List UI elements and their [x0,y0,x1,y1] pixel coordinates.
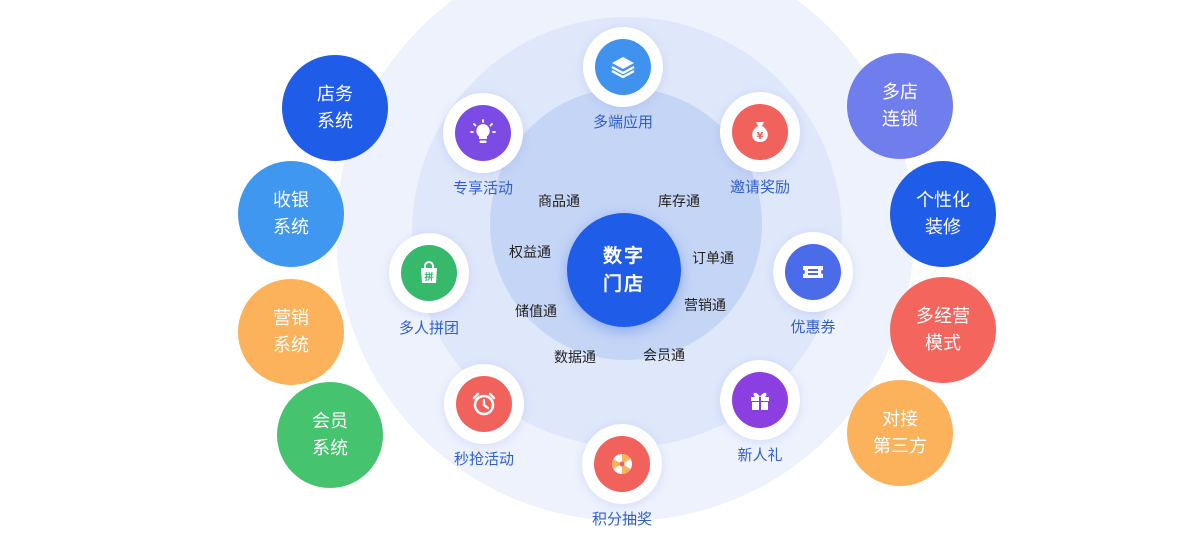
lottery-wheel-icon [611,453,632,475]
left-circle-store-ops[interactable]: 店务 系统 [282,55,388,161]
center-circle: 数字 门店 [567,213,681,327]
right-circle-custom-decoration[interactable]: 个性化 装修 [890,161,996,267]
money-bag-icon: ¥ [752,122,768,142]
left-circle-marketing[interactable]: 营销 系统 [238,279,344,385]
module-label: 秒抢活动 [453,450,515,468]
module-label: 优惠券 [790,318,836,336]
module-label: 多端应用 [592,113,654,131]
module-label: 积分抽奖 [591,510,653,528]
module-label: 多人拼团 [398,319,460,337]
right-circle-chain[interactable]: 多店 连锁 [847,53,953,159]
gift-icon [751,392,769,410]
layers-icon [611,57,635,79]
module-multi-terminal[interactable]: 多端应用 [583,27,663,137]
module-group-buy[interactable]: 拼 多人拼团 [389,233,469,343]
module-label: 专享活动 [452,179,514,197]
module-label: 邀请奖励 [729,178,791,196]
left-circle-member[interactable]: 会员 系统 [277,382,383,488]
alarm-clock-icon [472,392,496,416]
shopping-bag-icon: 拼 [421,261,437,283]
inner-label-goods: 商品通 [538,194,580,210]
inner-label-marketing: 营销通 [684,298,726,314]
inner-label-member: 会员通 [643,348,685,364]
module-invite-reward[interactable]: ¥ 邀请奖励 [720,92,800,202]
center-line-1: 数字 [602,245,645,267]
module-flash-sale[interactable]: 秒抢活动 [444,364,524,474]
left-circle-cashier[interactable]: 收银 系统 [238,161,344,267]
module-icon-bg [595,39,651,95]
right-circle-third-party[interactable]: 对接 第三方 [847,380,953,486]
center-line-2: 门店 [602,273,645,295]
lightbulb-icon [470,119,496,143]
inner-label-data: 数据通 [554,350,596,366]
inner-label-inventory: 库存通 [658,194,700,210]
svg-text:拼: 拼 [424,271,433,283]
inner-label-order: 订单通 [692,251,734,267]
module-label: 新人礼 [737,446,783,464]
right-circle-business-modes[interactable]: 多经营 模式 [890,277,996,383]
module-newcomer-gift[interactable]: 新人礼 [720,360,800,470]
module-coupon[interactable]: 优惠券 [773,232,853,342]
module-exclusive-event[interactable]: 专享活动 [443,93,523,203]
inner-label-rights: 权益通 [509,245,551,261]
module-points-lottery[interactable]: 积分抽奖 [582,424,662,534]
coupon-icon [803,266,823,278]
svg-text:¥: ¥ [757,131,764,142]
inner-label-stored-value: 储值通 [515,304,557,320]
